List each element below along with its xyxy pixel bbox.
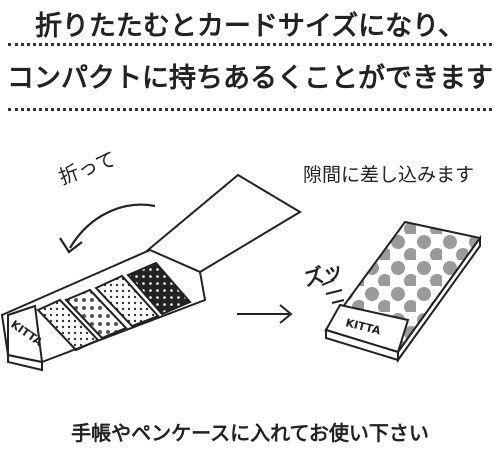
folded-card <box>324 220 482 364</box>
transition-arrow-head <box>279 304 293 324</box>
fold-arrow-head <box>59 237 83 254</box>
dotted-divider-top <box>8 43 492 46</box>
tape-strip-2 <box>64 288 128 340</box>
open-card <box>0 173 302 372</box>
motion-lines <box>321 279 345 304</box>
tape-strip-1 <box>36 298 100 352</box>
headline-line-1: 折りたたむとカードサイズになり、 <box>34 11 466 42</box>
card-lid <box>146 173 302 274</box>
headline-line-2: コンパクトに持ちあるくことができます <box>7 63 493 94</box>
footer-caption: 手帳やペンケースに入れてお使い下さい <box>71 421 429 445</box>
insert-note: 隙間に差し込みます <box>303 164 475 186</box>
tape-strip-4 <box>126 261 192 316</box>
tape-strip-3 <box>94 274 160 328</box>
fold-arrow <box>69 203 156 249</box>
dotted-divider-bottom <box>8 108 492 111</box>
card-label-area <box>7 304 44 364</box>
folded-card-bottom <box>325 328 399 362</box>
